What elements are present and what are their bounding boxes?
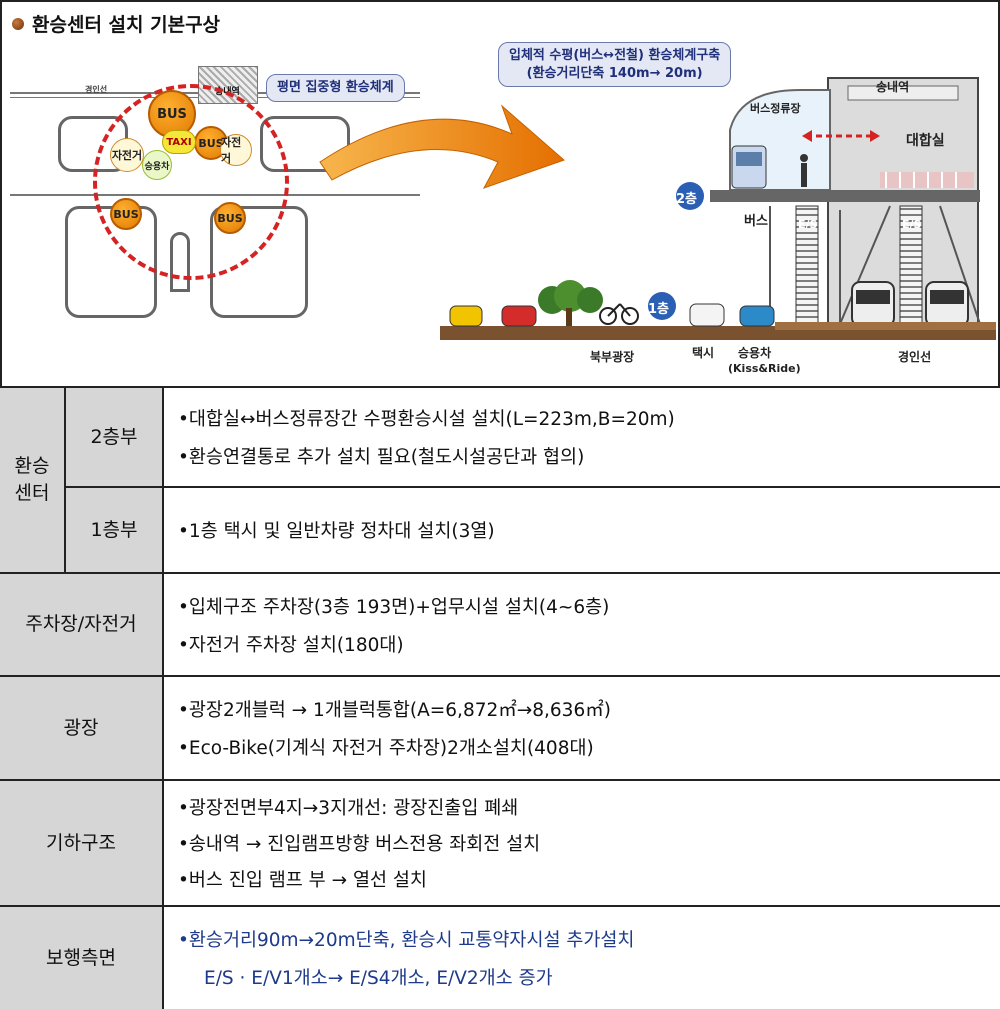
row-header: 주차장/자전거 bbox=[0, 574, 164, 677]
transfer-zone-circle bbox=[93, 84, 289, 280]
floor-2-badge: 2층 bbox=[676, 192, 698, 207]
transition-arrow-icon bbox=[319, 104, 565, 189]
list-item: •환승연결통로 추가 설치 필요(철도시설공단과 협의) bbox=[178, 447, 585, 468]
section-rail-label: 경인선 bbox=[898, 350, 932, 364]
list-item: •Eco-Bike(기계식 자전거 주차장)2개소설치(408대) bbox=[178, 738, 594, 759]
north-plaza-label: 북부광장 bbox=[590, 350, 635, 364]
list-item: •1층 택시 및 일반차량 정차대 설치(3열) bbox=[178, 521, 495, 542]
row-header: 보행측면 bbox=[0, 907, 164, 1009]
list-item: •환승거리90m→20m단축, 환승시 교통약자시설 추가설치 bbox=[178, 930, 635, 951]
list-item: •광장2개블럭 → 1개블럭통합(A=6,872㎡→8,636㎡) bbox=[178, 700, 611, 721]
floor-1-badge: 1층 bbox=[648, 302, 670, 317]
taxi-label: 택시 bbox=[692, 346, 715, 360]
row-content: •광장전면부4지→3지개선: 광장진출입 폐쇄 •송내역 → 진입램프방향 버스… bbox=[164, 781, 1000, 907]
list-item: •대합실↔버스정류장간 수평환승시설 설치(L=223m,B=20m) bbox=[178, 409, 675, 430]
map-rail-label: 경인선 bbox=[85, 85, 108, 94]
kiss-ride-label: (Kiss&Ride) bbox=[728, 362, 801, 375]
list-item: E/S · E/V1개소→ E/S4개소, E/V2개소 증가 bbox=[204, 968, 553, 989]
cross-section-drawing bbox=[440, 77, 996, 340]
bus-stop-icon: BUS bbox=[110, 198, 142, 230]
concept-figure: 환승센터 설치 기본구상 경인선 송내역 BUS BUS TAXI 자전거 자전… bbox=[0, 0, 1000, 388]
bullet-dot-icon bbox=[12, 17, 24, 30]
row-content: •1층 택시 및 일반차량 정차대 설치(3열) bbox=[164, 488, 1000, 574]
car-label: 승용차 bbox=[738, 346, 772, 360]
list-item: •송내역 → 진입램프방향 버스전용 좌회전 설치 bbox=[178, 834, 541, 855]
bus-stop-icon: BUS bbox=[214, 202, 246, 234]
row-content: •입체구조 주차장(3층 193면)+업무시설 설치(4~6층) •자전거 주차… bbox=[164, 574, 1000, 677]
list-item: •버스 진입 램프 부 → 열선 설치 bbox=[178, 870, 427, 891]
list-item: •입체구조 주차장(3층 193면)+업무시설 설치(4~6층) bbox=[178, 596, 610, 618]
section-station-label: 송내역 bbox=[876, 80, 910, 94]
row-sub-header: 2층부 bbox=[66, 388, 164, 488]
plan-table: 환승 센터 2층부 •대합실↔버스정류장간 수평환승시설 설치(L=223m,B… bbox=[0, 388, 1000, 1009]
list-item: •광장전면부4지→3지개선: 광장진출입 폐쇄 bbox=[178, 798, 519, 819]
row-sub-header: 1층부 bbox=[66, 488, 164, 574]
taxi-stand-icon: TAXI bbox=[162, 130, 196, 154]
callout-box: 입체적 수평(버스↔전철) 환승체계구축 (환승거리단축 140m→ 20m) bbox=[498, 42, 732, 88]
escalator-label: E/S bbox=[798, 218, 818, 231]
section-concourse-label: 대합실 bbox=[906, 133, 945, 149]
section-busstop-label: 버스정류장 bbox=[750, 102, 801, 115]
bike-parking-icon: 자전거 bbox=[220, 134, 252, 166]
row-group-header: 환승 센터 bbox=[0, 388, 66, 574]
escalator-label: E/S bbox=[902, 218, 922, 231]
row-header: 기하구조 bbox=[0, 781, 164, 907]
row-content: •환승거리90m→20m단축, 환승시 교통약자시설 추가설치 E/S · E/… bbox=[164, 907, 1000, 1009]
figure-title: 환승센터 설치 기본구상 bbox=[12, 10, 220, 37]
row-content: •대합실↔버스정류장간 수평환승시설 설치(L=223m,B=20m) •환승연… bbox=[164, 388, 1000, 488]
plan-map: 경인선 송내역 BUS BUS TAXI 자전거 자전거 승용차 BUS BUS bbox=[10, 62, 420, 332]
row-content: •광장2개블럭 → 1개블럭통합(A=6,872㎡→8,636㎡) •Eco-B… bbox=[164, 677, 1000, 781]
section-bus-label: 버스 bbox=[744, 214, 768, 229]
plan-type-label: 평면 집중형 환승체계 bbox=[266, 74, 405, 102]
row-header: 광장 bbox=[0, 677, 164, 781]
bike-parking-icon: 자전거 bbox=[110, 138, 144, 172]
car-dropoff-icon: 승용차 bbox=[142, 150, 172, 180]
list-item: •자전거 주차장 설치(180대) bbox=[178, 634, 404, 656]
